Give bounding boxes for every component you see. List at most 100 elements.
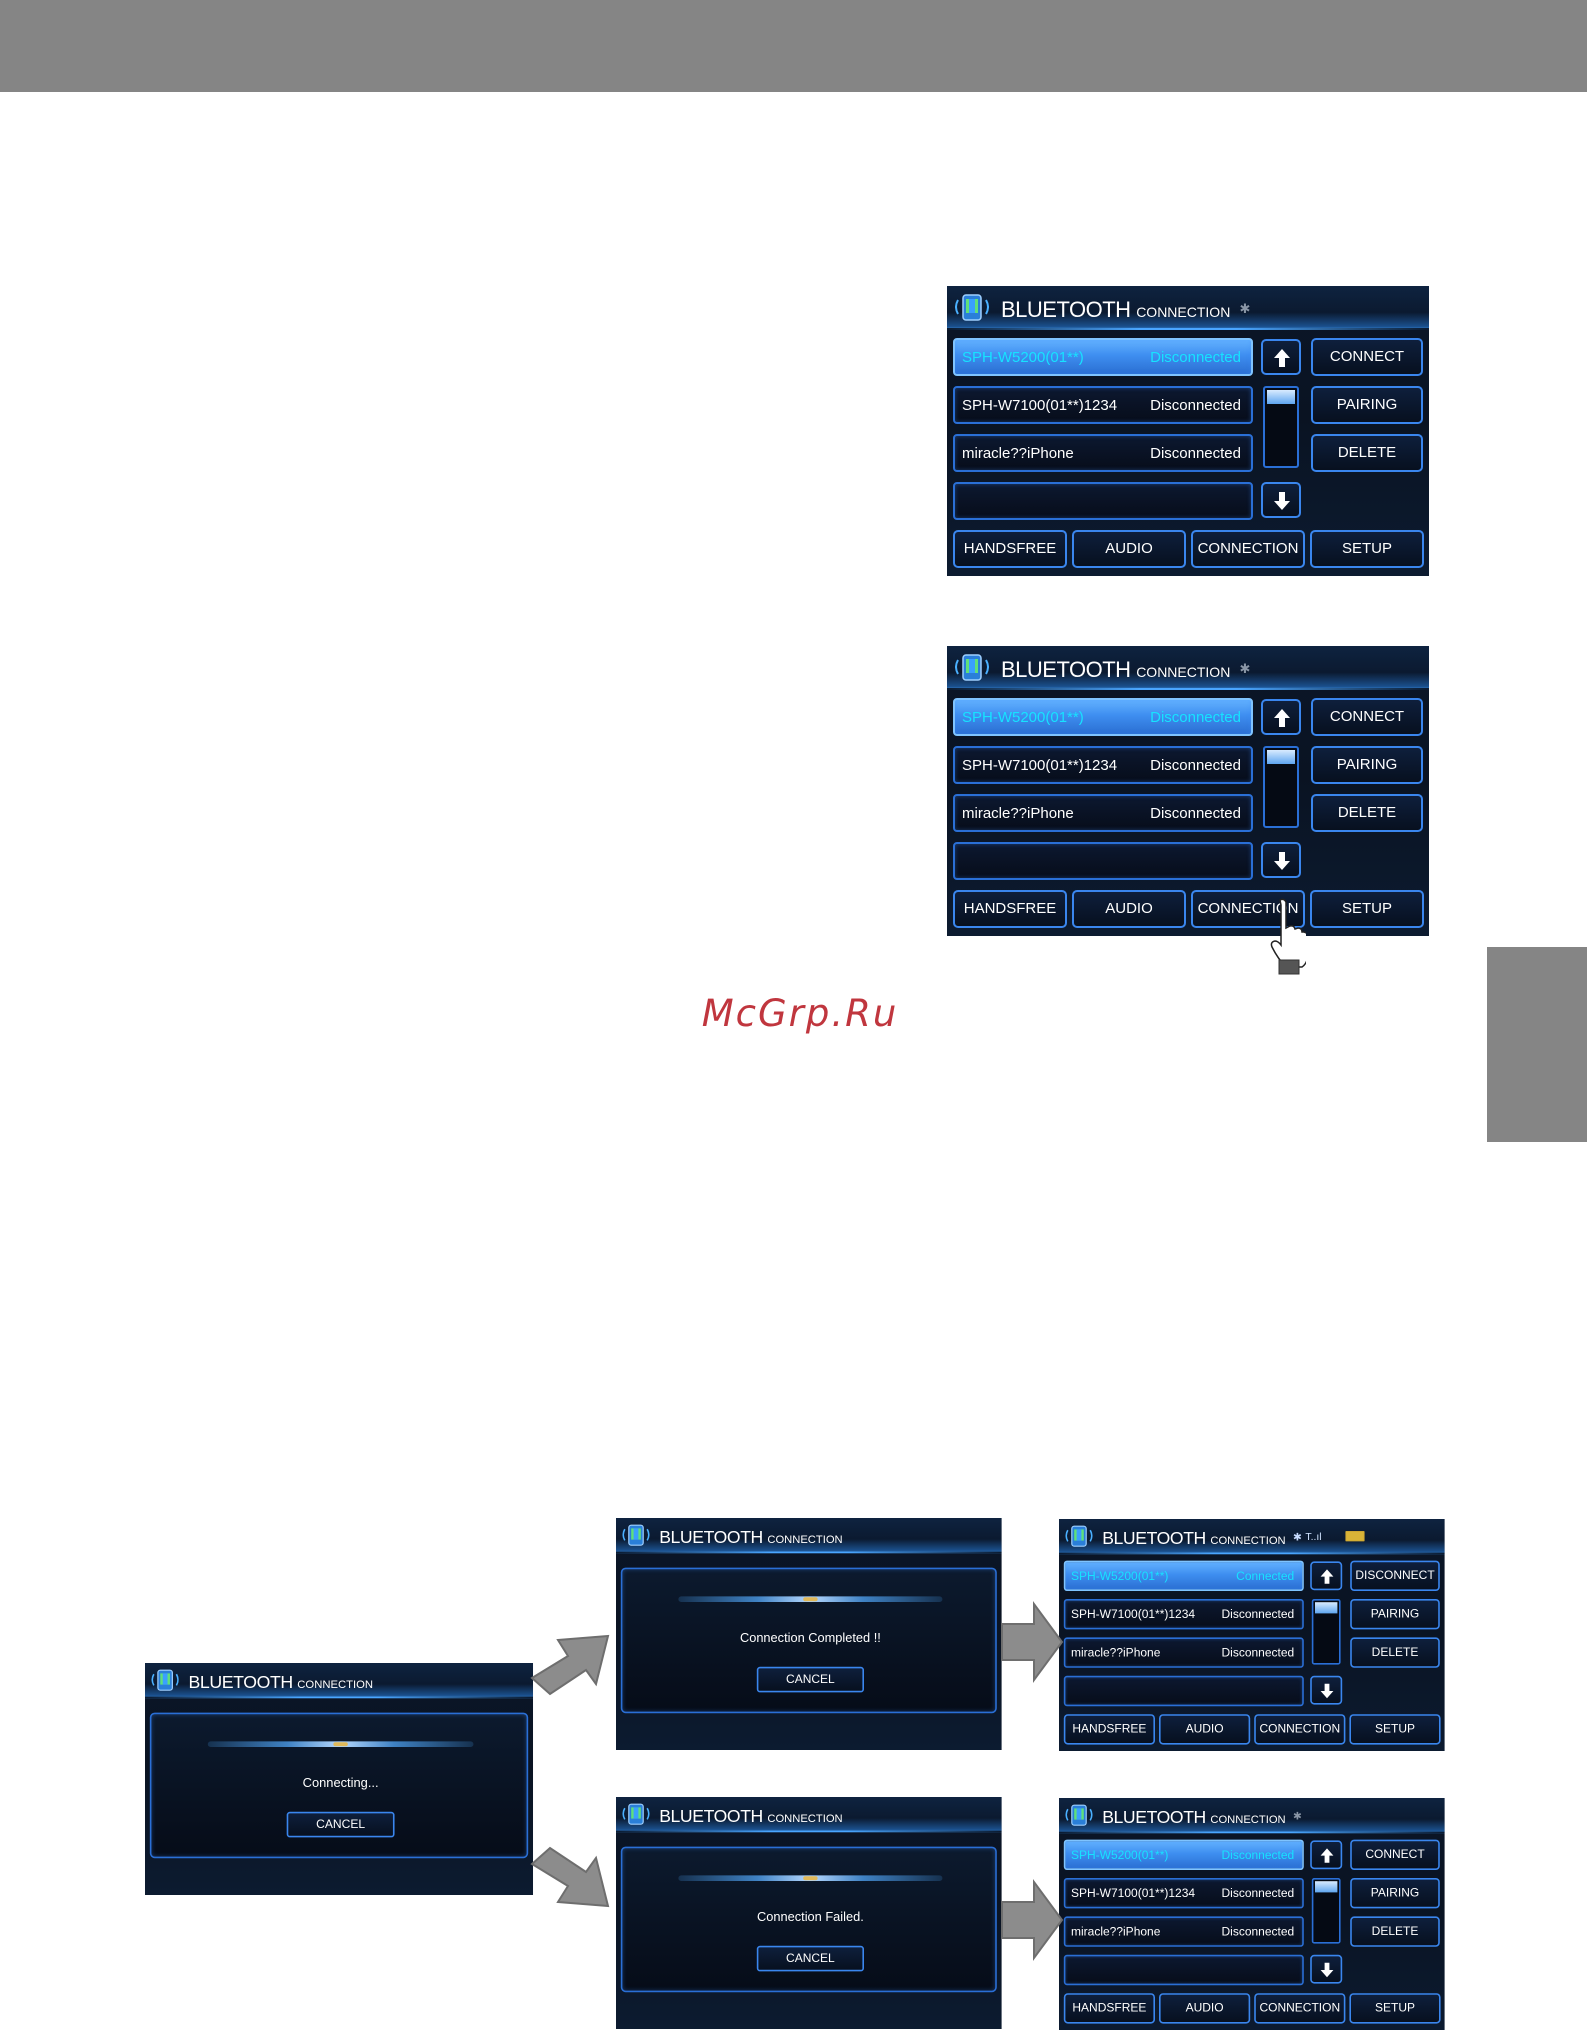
scroll-down-button[interactable]: [1261, 842, 1301, 878]
pairing-button[interactable]: PAIRING: [1350, 1599, 1440, 1630]
device-row-empty[interactable]: [953, 482, 1253, 520]
connect-button[interactable]: CONNECT: [1311, 338, 1423, 376]
cancel-button[interactable]: CANCEL: [756, 1666, 864, 1693]
tab-handsfree[interactable]: HANDSFREE: [953, 530, 1067, 568]
cancel-button[interactable]: CANCEL: [286, 1811, 395, 1838]
scrollbar[interactable]: [1263, 386, 1299, 468]
bluetooth-phone-logo-icon: [622, 1524, 650, 1546]
screen-header: BLUETOOTH CONNECTION✱T..ıl: [1059, 1519, 1445, 1555]
dialog-message: Connection Completed !!: [739, 1631, 881, 1646]
tab-handsfree[interactable]: HANDSFREE: [953, 890, 1067, 928]
scroll-down-button[interactable]: [1261, 482, 1301, 518]
scrollbar[interactable]: [1263, 746, 1299, 828]
tab-handsfree[interactable]: HANDSFREE: [1063, 1714, 1155, 1745]
device-status: Disconnected: [1221, 1607, 1295, 1622]
device-name: SPH-W7100(01**)1234: [1071, 1886, 1196, 1901]
tab-connection[interactable]: CONNECTION: [1254, 1993, 1346, 2024]
connecting-dialog-screen: BLUETOOTH CONNECTION Connecting...CANCEL: [145, 1663, 534, 1895]
device-row[interactable]: SPH-W7100(01**)1234 Disconnected: [1063, 1599, 1304, 1630]
scroll-up-button[interactable]: [1261, 339, 1301, 375]
delete-button[interactable]: DELETE: [1350, 1916, 1440, 1947]
delete-button[interactable]: DELETE: [1350, 1637, 1440, 1668]
device-name: SPH-W5200(01**): [962, 349, 1084, 366]
screen-title: BLUETOOTH CONNECTION: [1001, 297, 1231, 322]
delete-button[interactable]: DELETE: [1311, 794, 1423, 832]
device-name: miracle??iPhone: [962, 445, 1074, 462]
scrollbar-thumb[interactable]: [1315, 1602, 1338, 1614]
tab-setup[interactable]: SETUP: [1310, 530, 1424, 568]
screen-header: BLUETOOTH CONNECTION✱: [947, 646, 1429, 690]
device-row[interactable]: miracle??iPhone Disconnected: [953, 434, 1253, 472]
cancel-button[interactable]: CANCEL: [756, 1945, 864, 1972]
bluetooth-icon: ✱: [1239, 661, 1251, 676]
device-status: Disconnected: [1150, 445, 1241, 462]
scrollbar-thumb[interactable]: [1267, 750, 1295, 764]
section-side-tab: [1487, 947, 1587, 1142]
device-row[interactable]: SPH-W5200(01**)Connected: [1063, 1560, 1304, 1591]
tab-connection[interactable]: CONNECTION: [1254, 1714, 1346, 1745]
scroll-up-button[interactable]: [1310, 1561, 1343, 1591]
device-status: Disconnected: [1150, 709, 1241, 726]
tab-audio[interactable]: AUDIO: [1159, 1714, 1251, 1745]
progress-bar: [678, 1875, 943, 1881]
device-row-empty[interactable]: [953, 842, 1253, 880]
scrollbar[interactable]: [1311, 1878, 1341, 1944]
device-name: SPH-W7100(01**)1234: [1071, 1607, 1196, 1622]
device-row[interactable]: SPH-W5200(01**)Disconnected: [1063, 1839, 1304, 1870]
dialog-panel: Connection Completed !! CANCEL: [620, 1567, 997, 1714]
device-row-empty[interactable]: [1063, 1675, 1304, 1707]
signal-strength-indicator: T..ıl: [1305, 1530, 1322, 1543]
device-row[interactable]: SPH-W5200(01**)Disconnected: [953, 698, 1253, 736]
device-status: Disconnected: [1150, 397, 1241, 414]
tab-setup[interactable]: SETUP: [1349, 1993, 1441, 2024]
bluetooth-connection-screen: BLUETOOTH CONNECTION✱SPH-W5200(01**)Disc…: [947, 286, 1429, 576]
arrow-to-completed-icon: [530, 1634, 610, 1696]
scroll-up-button[interactable]: [1261, 699, 1301, 735]
screen-header: BLUETOOTH CONNECTION✱: [947, 286, 1429, 330]
tab-handsfree[interactable]: HANDSFREE: [1063, 1993, 1155, 2024]
pairing-button[interactable]: PAIRING: [1350, 1878, 1440, 1909]
tab-audio[interactable]: AUDIO: [1072, 530, 1186, 568]
device-row[interactable]: SPH-W5200(01**)Disconnected: [953, 338, 1253, 376]
disconnect-button[interactable]: DISCONNECT: [1350, 1560, 1440, 1591]
scroll-down-button[interactable]: [1310, 1675, 1343, 1705]
screen-header: BLUETOOTH CONNECTION: [145, 1663, 534, 1699]
scroll-down-button[interactable]: [1310, 1954, 1343, 1984]
screen-header: BLUETOOTH CONNECTION: [616, 1797, 1002, 1833]
arrow-to-connected-icon: [1001, 1600, 1064, 1684]
tab-audio[interactable]: AUDIO: [1072, 890, 1186, 928]
device-status: Disconnected: [1150, 805, 1241, 822]
dialog-message: Connection Failed.: [757, 1910, 864, 1925]
tab-setup[interactable]: SETUP: [1349, 1714, 1441, 1745]
connect-button[interactable]: CONNECT: [1350, 1839, 1440, 1870]
tab-audio[interactable]: AUDIO: [1159, 1993, 1251, 2024]
device-status: Disconnected: [1221, 1886, 1295, 1901]
hand-pointer-icon: [1270, 898, 1306, 975]
scroll-up-button[interactable]: [1310, 1840, 1343, 1870]
device-row[interactable]: SPH-W7100(01**)1234 Disconnected: [1063, 1878, 1304, 1909]
screen-header: BLUETOOTH CONNECTION✱: [1059, 1798, 1445, 1834]
dialog-panel: Connecting...CANCEL: [149, 1712, 529, 1859]
pairing-button[interactable]: PAIRING: [1311, 746, 1423, 784]
device-row-empty[interactable]: [1063, 1954, 1304, 1986]
delete-button[interactable]: DELETE: [1311, 434, 1423, 472]
scrollbar-thumb[interactable]: [1315, 1881, 1338, 1893]
bluetooth-icon: ✱: [1293, 1531, 1302, 1543]
screen-title: BLUETOOTH CONNECTION: [659, 1805, 843, 1826]
bluetooth-connection-screen-tap: BLUETOOTH CONNECTION✱ SPH-W5200(01**)Disc…: [947, 646, 1429, 936]
connection-failed-dialog-screen: BLUETOOTH CONNECTION Connection Failed. CA…: [616, 1797, 1002, 2029]
bluetooth-phone-logo-icon: [955, 654, 989, 681]
connect-button[interactable]: CONNECT: [1311, 698, 1423, 736]
pairing-button[interactable]: PAIRING: [1311, 386, 1423, 424]
device-name: SPH-W7100(01**)1234: [962, 757, 1118, 774]
tab-setup[interactable]: SETUP: [1310, 890, 1424, 928]
tab-connection[interactable]: CONNECTION: [1191, 530, 1305, 568]
scrollbar-thumb[interactable]: [1267, 390, 1295, 404]
scrollbar[interactable]: [1311, 1599, 1341, 1665]
